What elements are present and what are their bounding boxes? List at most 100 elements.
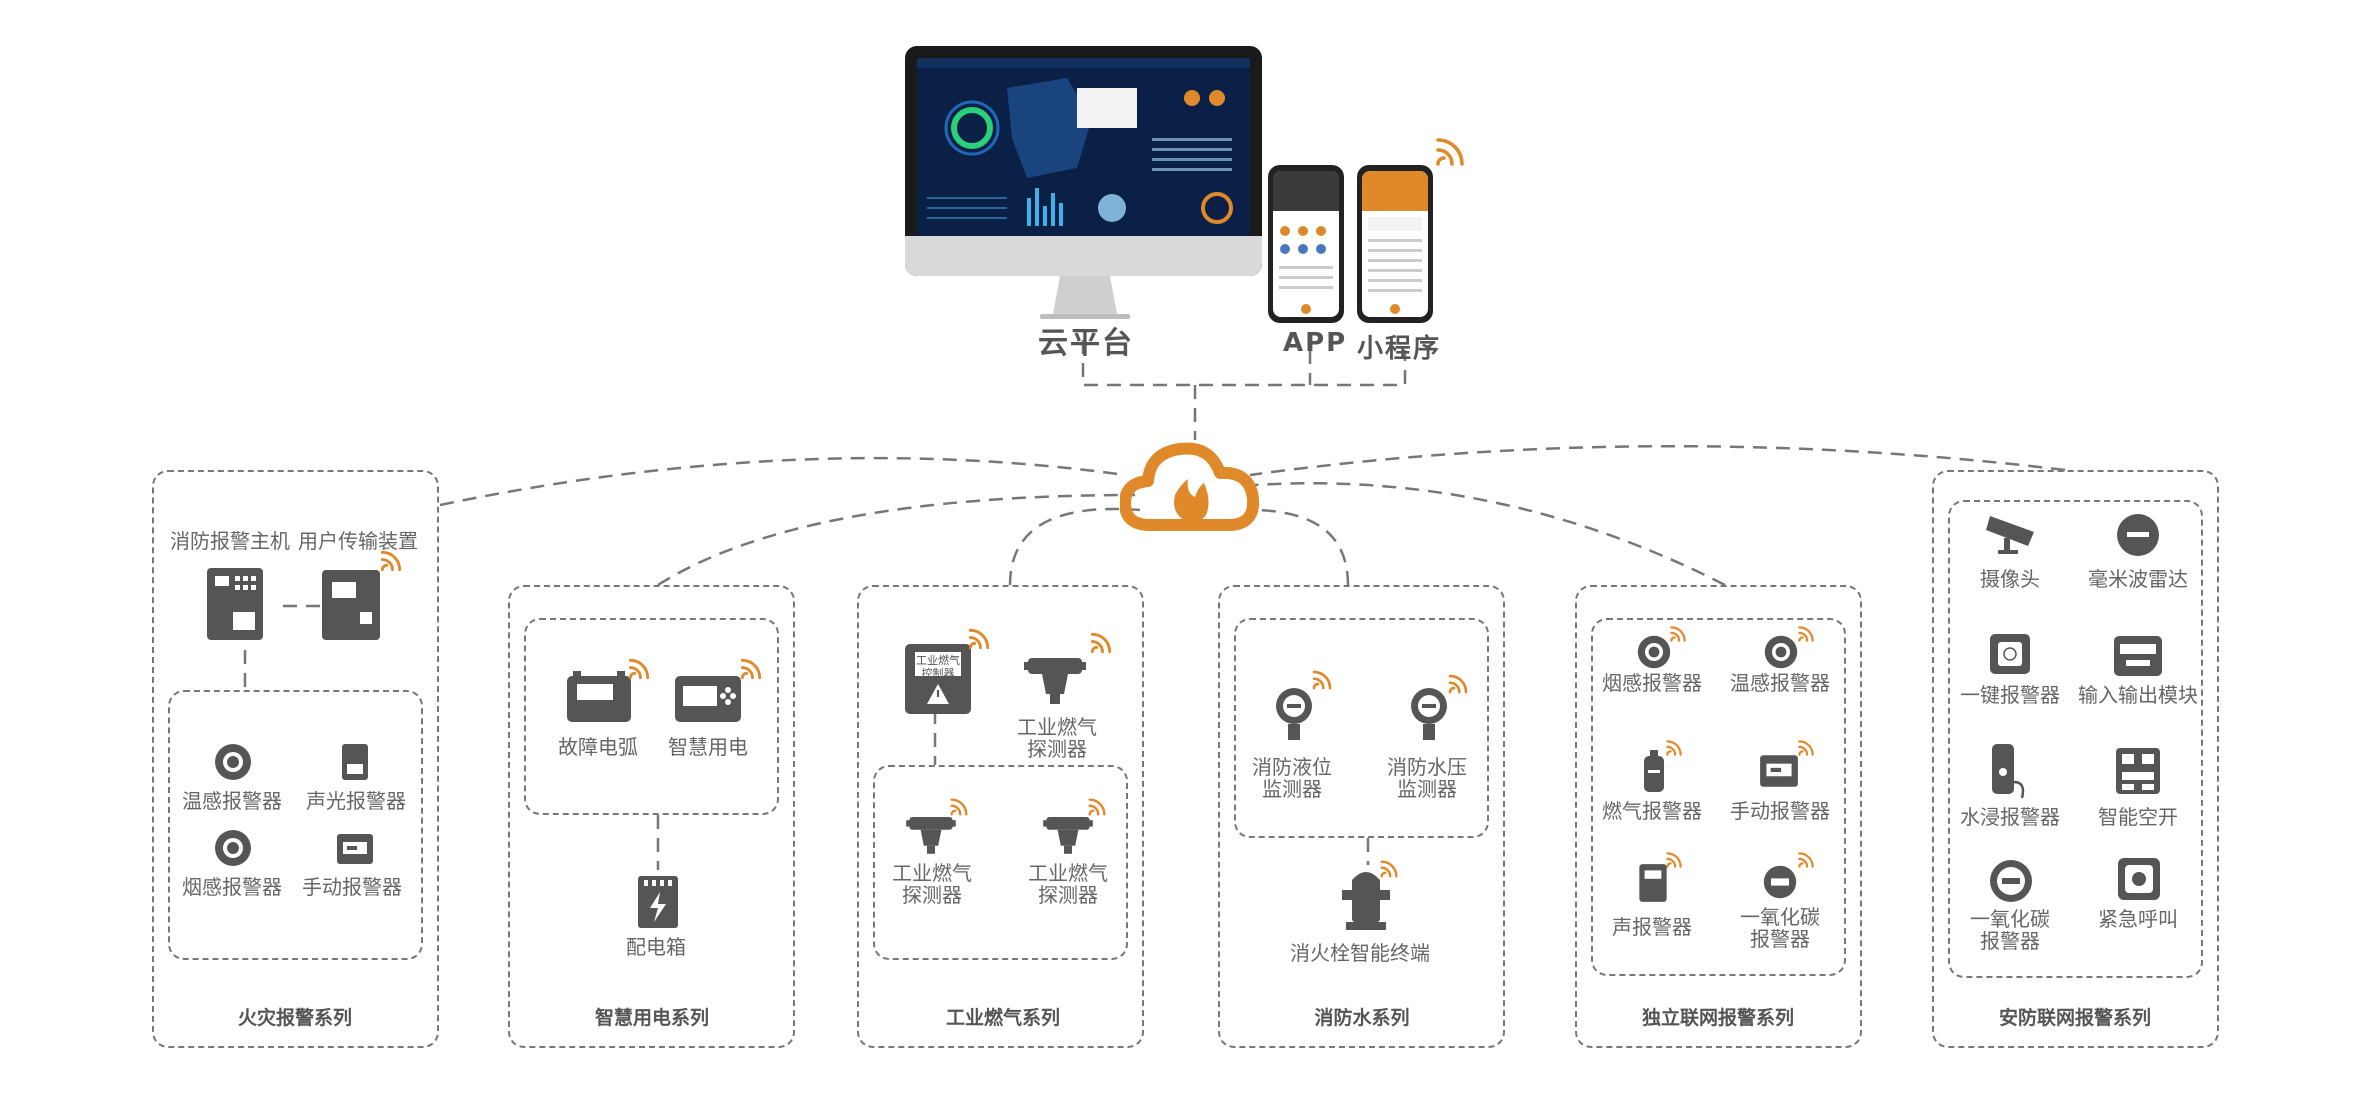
dashboard-screen [917,58,1250,236]
security-device-group [1948,500,2203,978]
distribution-box-label: 配电箱 [626,935,686,959]
security-item-label: 紧急呼叫 [2098,907,2178,931]
security-item-label: 毫米波雷达 [2088,567,2188,591]
co-alarm-icon [1763,865,1797,899]
security-alarm-series [1932,470,2219,1048]
gas-detector-icon [906,817,956,854]
indep-item-label: 温感报警器 [1730,671,1830,695]
gas-detector-group [873,765,1128,960]
user-transfer-device-icon [322,570,380,640]
wifi-icon [1090,632,1112,654]
wifi-icon [628,658,650,680]
liquid-level-monitor-icon [1276,688,1312,740]
gas-controller-icon [905,644,971,714]
fire-item-label: 声光报警器 [306,789,406,813]
security-series-title: 安防联网报警系列 [1998,1007,2152,1029]
wifi-icon [1798,852,1814,868]
water-pressure-monitor-icon [1411,688,1447,740]
water-pressure-label: 消防水压监测器 [1387,755,1467,801]
fire-detector-group [168,690,423,960]
monitor-stand [1040,276,1130,319]
gas-cloud-link [1008,507,1141,586]
co-alarm-icon [1990,860,2032,902]
indep-co-label: 一氧化碳报警器 [1740,905,1820,951]
wifi-icon [1312,670,1332,690]
fire-item-label: 手动报警器 [302,875,402,899]
indep-item-label: 燃气报警器 [1602,799,1702,823]
liquid-level-label: 消防液位监测器 [1252,755,1332,801]
gas-detector-top-label: 工业燃气探测器 [1017,715,1097,761]
app-phone [1268,165,1344,323]
elec-cloud-link [657,493,1136,587]
wifi-icon [1380,860,1398,878]
security-item-label: 智能空开 [2098,805,2178,829]
water-cloud-link [1249,508,1350,586]
emergency-call-icon [2118,858,2160,900]
elec-item-label: 智慧用电 [668,735,748,759]
fire-cloud-link [439,456,1126,507]
gas-series-title: 工业燃气系列 [945,1007,1061,1029]
smart-electricity-series [508,585,795,1048]
smart-breaker-icon [2116,748,2160,794]
water-leak-alarm-icon [1992,744,2025,799]
industrial-gas-series [857,585,1144,1048]
water-series-title: 消防水系列 [1314,1007,1410,1029]
indep-item-label: 声报警器 [1612,915,1692,939]
smoke-detector-icon [1637,635,1671,669]
elec-series-title: 智慧用电系列 [594,1007,710,1029]
io-module-icon [2114,636,2162,676]
heat-detector-icon [215,744,251,780]
independent-alarm-series [1575,585,1862,1048]
security-item-label: 一键报警器 [1960,683,2060,707]
wifi-icon [380,550,402,572]
security-item-label: 摄像头 [1980,567,2040,591]
wifi-icon [1448,674,1468,694]
indep-item-label: 烟感报警器 [1602,671,1702,695]
wifi-icon [968,628,990,650]
elec-item-label: 故障电弧 [558,735,638,759]
gas-detector-icon [1043,817,1093,854]
fire-alarm-series [152,470,439,1048]
wifi-icon [1670,626,1686,642]
app-label: APP [1283,328,1348,358]
security-cloud-link [1249,444,2066,477]
manual-alarm-icon [337,834,373,864]
smoke-detector-icon [215,830,251,866]
water-monitor-group [1234,618,1489,838]
security-item-label: 输入输出模块 [2078,683,2198,707]
gas-controller-label: 工业燃气 控制器 [916,654,960,680]
wifi-icon [950,798,968,816]
gas-detector-left-label: 工业燃气探测器 [892,861,972,907]
wifi-icon [1666,740,1682,756]
wifi-icon [1088,798,1106,816]
dashboard-graphic [917,58,1250,226]
indep-series-title: 独立联网报警系列 [1641,1007,1795,1029]
cloud-platform-monitor [905,46,1262,276]
independent-device-group [1591,618,1846,976]
gas-detector-right-label: 工业燃气探测器 [1028,861,1108,907]
security-item-label: 水浸报警器 [1960,805,2060,829]
indep-item-label: 手动报警器 [1730,799,1830,823]
gas-detector-icon [1024,658,1086,704]
fire-item-label: 烟感报警器 [182,875,282,899]
mmwave-radar-icon [2117,514,2159,556]
wifi-icon [1798,740,1814,756]
fire-transfer-label: 用户传输装置 [298,529,418,553]
cloud-platform-label: 云平台 [1038,326,1134,361]
fire-item-label: 温感报警器 [182,789,282,813]
one-key-alarm-icon [1990,634,2030,674]
wifi-icon [740,658,762,680]
smart-electricity-icon [675,676,741,722]
mini-program-label: 小程序 [1357,334,1442,364]
hydrant-label: 消火栓智能终端 [1290,941,1430,965]
cloud-fire-icon [1120,442,1260,531]
sound-light-alarm-icon [342,744,368,780]
electric-device-group [524,618,779,815]
distribution-box-icon [638,876,678,928]
wifi-icon [1798,626,1814,642]
wifi-icon [1666,852,1682,868]
mini-program-phone [1357,165,1433,323]
wifi-icon [1436,138,1464,166]
fire-host-label: 消防报警主机 [170,529,290,553]
gas-alarm-icon [1644,750,1664,792]
